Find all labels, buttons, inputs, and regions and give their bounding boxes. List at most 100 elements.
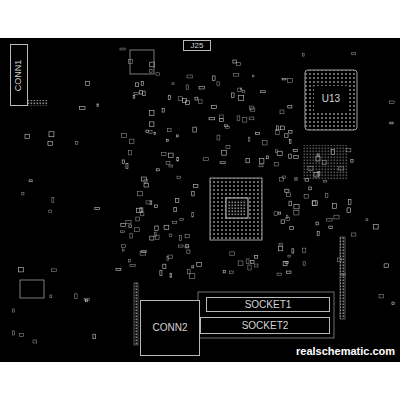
smd-part [18, 268, 23, 272]
smd-part [286, 271, 291, 273]
part-designator: SOCKET1 [245, 300, 292, 310]
smd-part [248, 137, 250, 141]
smd-part [129, 60, 133, 64]
smd-part [199, 100, 203, 104]
smd-part [379, 295, 383, 298]
smd-part [352, 52, 356, 54]
smd-part [169, 234, 172, 236]
smd-part [116, 269, 121, 271]
smd-part [240, 88, 242, 90]
smd-part [304, 194, 308, 198]
smd-part [289, 154, 292, 158]
smd-part [274, 212, 277, 216]
smd-part [294, 204, 299, 208]
smd-part [22, 192, 24, 195]
smd-part [220, 162, 225, 164]
smd-part [281, 220, 284, 224]
smd-part [133, 95, 135, 98]
smd-part [169, 165, 173, 167]
smd-part [288, 255, 290, 257]
smd-part [156, 73, 160, 75]
smd-part [121, 134, 126, 138]
smd-part [303, 262, 305, 266]
smd-part [285, 134, 288, 138]
smd-part [80, 106, 85, 109]
smd-part [84, 298, 89, 300]
smd-part [162, 108, 164, 112]
smd-part [135, 228, 140, 232]
smd-part [219, 119, 223, 122]
smd-part [217, 135, 220, 140]
connector-outline: CONN1 [10, 44, 28, 106]
smd-part [164, 225, 169, 229]
smd-part [141, 212, 144, 216]
smd-part [213, 76, 215, 81]
smd-part [279, 212, 281, 214]
board-ground [0, 38, 400, 362]
smd-part [384, 264, 388, 268]
smd-part [373, 224, 378, 229]
smd-part [177, 176, 180, 178]
smd-part [259, 165, 263, 167]
smd-part [392, 302, 394, 304]
smd-part [13, 331, 15, 335]
smd-part [146, 201, 151, 204]
smd-part [286, 215, 288, 218]
smd-part [139, 91, 142, 94]
smd-part [274, 162, 278, 165]
smd-part [254, 256, 257, 259]
smd-part [282, 176, 285, 178]
smd-part [295, 178, 297, 180]
smd-part [236, 62, 240, 65]
smd-part [225, 126, 229, 128]
smd-part [144, 179, 148, 182]
smd-part [150, 236, 154, 240]
smd-part [186, 85, 189, 89]
smd-part [313, 201, 318, 206]
smd-part [13, 309, 15, 312]
smd-part [172, 221, 176, 223]
cpu-bga [210, 178, 262, 240]
socket-outline: SOCKET1 [206, 297, 330, 312]
u13-bga [305, 70, 357, 130]
smd-part [238, 261, 243, 266]
connector-outline: J25 [183, 40, 211, 51]
smd-part [95, 207, 100, 209]
smd-part [276, 150, 278, 153]
smd-part [168, 95, 170, 99]
smd-part [209, 117, 214, 120]
smd-part [250, 108, 255, 111]
connector-outline: CONN2 [140, 300, 200, 356]
smd-part [252, 75, 254, 77]
socket-frame [198, 292, 334, 338]
smd-part [136, 217, 140, 221]
smd-part [140, 251, 145, 255]
smd-part [203, 158, 208, 161]
smd-part [327, 219, 332, 221]
small-components [13, 48, 395, 343]
smd-part [324, 181, 327, 183]
smd-part [25, 134, 30, 138]
smd-part [176, 199, 179, 203]
smd-part [246, 259, 249, 264]
ic-label-box: U13 [314, 86, 348, 112]
smd-part [172, 83, 174, 85]
smd-part [48, 142, 52, 146]
smd-part [294, 211, 299, 215]
smd-part [366, 219, 368, 221]
smd-part [233, 74, 238, 77]
smd-part [192, 266, 194, 268]
smd-part [174, 208, 177, 212]
smd-part [121, 223, 126, 226]
smd-part [49, 210, 52, 212]
smd-part [283, 262, 287, 266]
smd-part [50, 295, 52, 298]
smd-part [126, 220, 131, 223]
smd-part [349, 200, 351, 205]
smd-part [150, 62, 154, 67]
smd-part [156, 235, 159, 239]
smd-part [261, 91, 266, 93]
smd-part [29, 180, 32, 182]
smd-part [179, 245, 183, 247]
